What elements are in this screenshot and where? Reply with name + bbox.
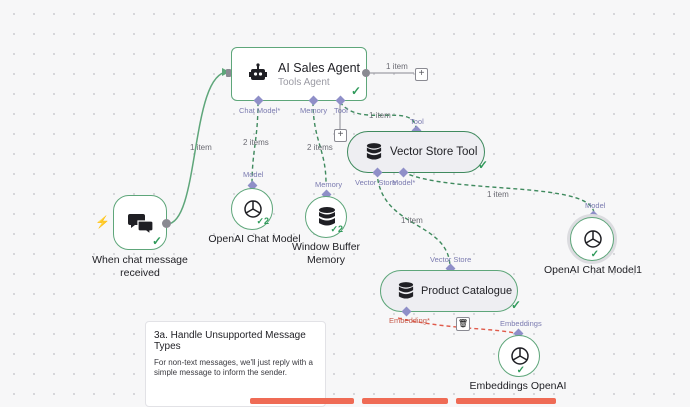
vector-store-tool-node[interactable]: Vector Store Tool	[347, 131, 485, 173]
node-caption: Embeddings OpenAI	[469, 380, 567, 392]
openai-chat-model1-node[interactable]: ✓	[570, 217, 614, 261]
embedding-port-label: Embedding*	[389, 316, 430, 325]
success-check-icon: ✓	[590, 249, 599, 260]
node-caption: When chat message received	[92, 254, 188, 279]
partial-node-bar	[456, 398, 556, 404]
success-check-icon: ✓	[511, 298, 522, 312]
edge-vs-model[interactable]	[402, 171, 595, 215]
openai-icon	[582, 228, 604, 255]
node-title: AI Sales Agent	[278, 61, 361, 75]
add-tool-button[interactable]: +	[334, 129, 347, 142]
edge-label: 1 item	[487, 190, 509, 199]
add-node-button[interactable]: +	[415, 68, 428, 81]
tool-port-label: Tool	[334, 106, 348, 115]
vector-store-port-label: Vector Store	[355, 178, 397, 187]
openai-chat-model-node[interactable]: ✓2	[231, 188, 273, 230]
edge-label: 1 item	[190, 143, 212, 152]
edge-tool[interactable]	[339, 101, 417, 131]
success-check-icon: ✓	[478, 158, 489, 172]
edge-label: 2 items	[243, 138, 269, 147]
edge-chat-model[interactable]	[251, 101, 259, 186]
edge-trigger-agent[interactable]	[166, 71, 229, 225]
edge-label: 2 items	[307, 143, 333, 152]
openai-icon	[509, 345, 531, 372]
tool-port-label: Tool	[410, 117, 424, 126]
input-port[interactable]	[226, 69, 231, 77]
embeddings-openai-node[interactable]: ✓	[498, 335, 540, 377]
chat-model-port-label: Chat Model*	[239, 106, 281, 115]
model-port-label: Model	[243, 170, 264, 179]
node-title: Product Catalogue	[421, 285, 513, 297]
run-count-badge: ✓2	[256, 216, 269, 226]
output-port[interactable]	[362, 69, 370, 77]
sticky-title: 3a. Handle Unsupported Message Types	[154, 330, 306, 352]
partial-node-bar	[362, 398, 448, 404]
node-title: Vector Store Tool	[390, 146, 478, 158]
edge-label: 1 item	[369, 111, 391, 120]
model-port-label: Model*	[392, 178, 416, 187]
embeddings-port-label: Embeddings	[500, 319, 542, 328]
edge-memory[interactable]	[312, 101, 327, 184]
output-port[interactable]	[162, 219, 171, 228]
sticky-note[interactable]: 3a. Handle Unsupported Message Types For…	[145, 321, 326, 407]
trash-icon[interactable]: 🗑	[456, 317, 470, 331]
product-catalogue-node[interactable]: Product Catalogue	[380, 270, 518, 312]
database-icon	[366, 143, 382, 166]
lightning-icon: ⚡	[95, 215, 110, 229]
run-count-badge: ✓2	[330, 224, 343, 234]
memory-port-label: Memory	[315, 180, 343, 189]
success-check-icon: ✓	[350, 84, 361, 98]
ai-sales-agent-node[interactable]: AI Sales Agent Tools Agent ✓	[231, 47, 367, 101]
sticky-body: For non-text messages, we'll just reply …	[154, 358, 313, 377]
edge-embeddings[interactable]	[397, 317, 519, 335]
partial-node-bar	[250, 398, 354, 404]
success-check-icon: ✓	[516, 365, 525, 376]
edge-label: 1 item	[401, 216, 423, 225]
window-buffer-memory-node[interactable]: ✓2	[305, 196, 347, 238]
node-caption: Window Buffer Memory	[291, 241, 361, 266]
chat-bubbles-icon	[128, 212, 154, 239]
database-icon	[398, 282, 414, 305]
model-port-label: Model	[585, 201, 606, 210]
robot-icon	[248, 63, 268, 83]
vector-store-port-label: Vector Store	[430, 255, 472, 264]
database-icon	[318, 207, 336, 232]
node-subtitle: Tools Agent	[278, 77, 330, 88]
success-check-icon: ✓	[151, 234, 162, 248]
node-caption: OpenAI Chat Model	[208, 233, 301, 245]
node-caption: OpenAI Chat Model1	[543, 264, 643, 276]
openai-icon	[242, 198, 264, 225]
when-chat-message-received-node[interactable]: ✓	[113, 195, 167, 250]
edge-label: 1 item	[386, 62, 408, 71]
memory-port-label: Memory	[300, 106, 328, 115]
